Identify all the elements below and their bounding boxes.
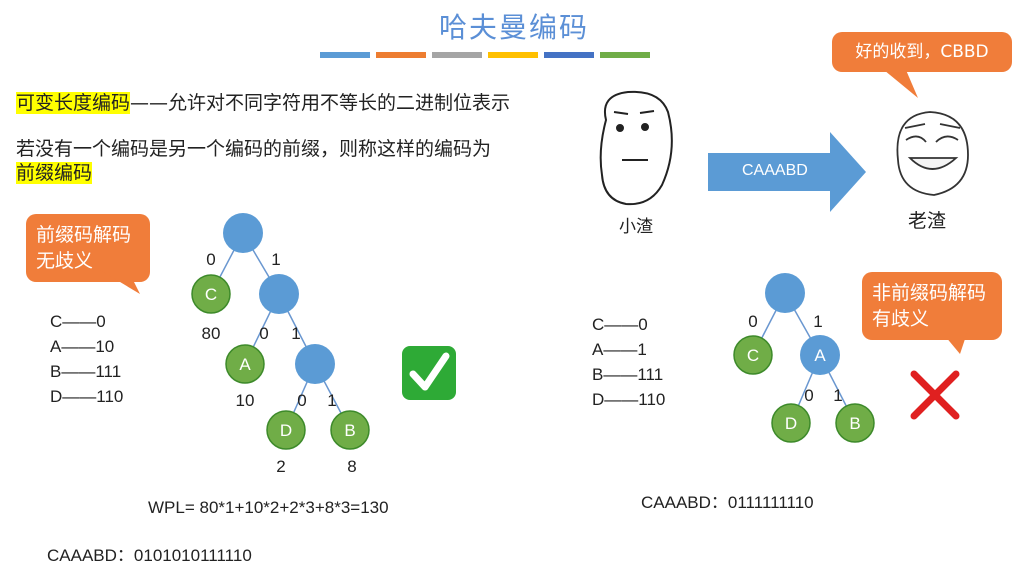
- wpl-formula: WPL= 80*1+10*2+2*3+8*3=130: [148, 498, 389, 518]
- code-entry: B——111: [592, 362, 665, 387]
- arrow-message: CAAABD: [742, 162, 808, 180]
- tree-internal-node: [765, 273, 805, 313]
- tree-internal-node: [223, 213, 263, 253]
- leaf-weight: 80: [202, 324, 221, 343]
- left-encoded-string: CAAABD：0101010111110: [47, 541, 252, 566]
- receiver-label: 老渣: [908, 206, 946, 233]
- edge-label: 0: [297, 391, 306, 410]
- cross-mark-icon: [914, 374, 956, 416]
- edge-label: 0: [804, 386, 813, 405]
- edge-label: 1: [833, 386, 842, 405]
- code-entry: C——0: [592, 312, 665, 337]
- leaf-label: A: [239, 355, 251, 374]
- leaf-weight: 8: [347, 457, 356, 476]
- leaf-weight: 2: [276, 457, 285, 476]
- sender-face-icon: [601, 92, 672, 204]
- check-mark-icon: [402, 346, 456, 400]
- edge-label: 0: [748, 312, 757, 331]
- node-label: A: [814, 346, 826, 365]
- right-code-list: C——0 A——1 B——111 D——110: [592, 312, 665, 412]
- right-encoded-string: CAAABD：0111111110: [641, 488, 814, 513]
- right-callout-tail: [940, 330, 990, 360]
- sender-label: 小渣: [619, 212, 653, 237]
- edge-label: 1: [813, 312, 822, 331]
- right-tree: C A D B 0 1 0 1: [734, 273, 874, 442]
- node-label: B: [849, 414, 860, 433]
- tree-internal-node: [259, 274, 299, 314]
- receiver-face-icon: [897, 112, 968, 195]
- tree-internal-node: [295, 344, 335, 384]
- leaf-weight: 10: [236, 391, 255, 410]
- node-label: D: [785, 414, 797, 433]
- edge-label: 1: [291, 324, 300, 343]
- edge-label: 0: [259, 324, 268, 343]
- reply-callout: 好的收到，CBBD: [832, 32, 1012, 72]
- edge-label: 0: [206, 250, 215, 269]
- code-entry: A——1: [592, 337, 665, 362]
- edge-label: 1: [327, 391, 336, 410]
- leaf-label: C: [205, 285, 217, 304]
- leaf-label: D: [280, 421, 292, 440]
- node-label: C: [747, 346, 759, 365]
- leaf-label: B: [344, 421, 355, 440]
- code-entry: D——110: [592, 387, 665, 412]
- edge-label: 1: [271, 250, 280, 269]
- reply-callout-tail: [880, 70, 930, 102]
